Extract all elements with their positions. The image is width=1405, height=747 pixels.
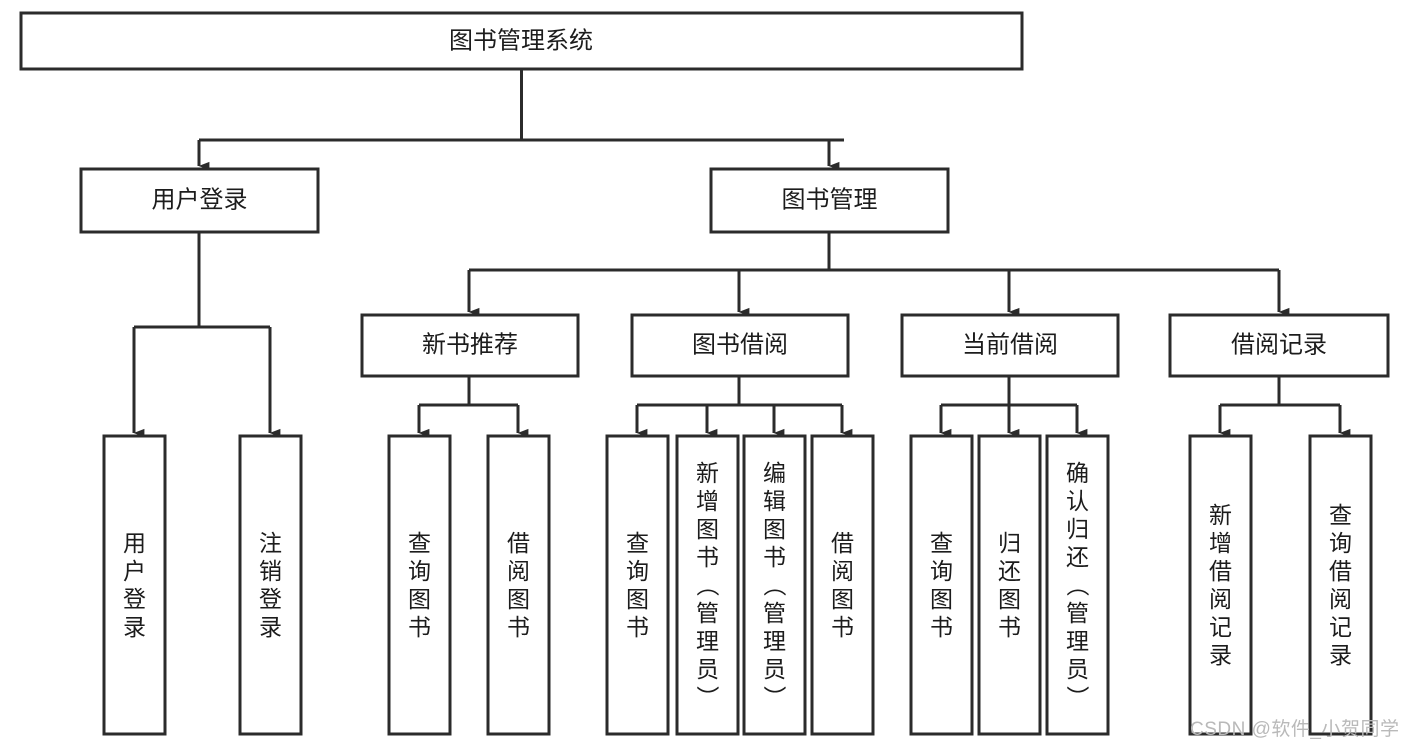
node-user-login-box[interactable] (79, 167, 320, 234)
leaf-box-layer (102, 434, 1373, 736)
node-new-book-recommend[interactable]: 新书推荐 (360, 313, 580, 378)
node-borrow-record-box[interactable] (1168, 313, 1390, 378)
leaf-add-book-box[interactable] (675, 434, 740, 736)
node-user-login[interactable]: 用户登录 (79, 167, 320, 234)
node-new-book-recommend-box[interactable] (360, 313, 580, 378)
node-user-login-label: 用户登录 (152, 186, 248, 213)
leaf-borrow-book-2-box[interactable] (810, 434, 875, 736)
node-root-label: 图书管理系统 (449, 27, 593, 54)
leaf-user-logout-box[interactable] (238, 434, 303, 736)
node-book-management-label: 图书管理 (782, 186, 878, 213)
node-root-box[interactable] (19, 11, 1024, 71)
leaf-query-book-1-box[interactable] (387, 434, 452, 736)
leaf-confirm-return-box[interactable] (1045, 434, 1110, 736)
leaf-user-login-box[interactable] (102, 434, 167, 736)
node-new-book-recommend-label: 新书推荐 (422, 331, 518, 358)
node-borrow-record[interactable]: 借阅记录 (1168, 313, 1390, 378)
node-book-borrow-box[interactable] (630, 313, 850, 378)
node-book-borrow-label: 图书借阅 (692, 331, 788, 358)
leaf-query-book-2-box[interactable] (605, 434, 670, 736)
leaf-return-book-box[interactable] (977, 434, 1042, 736)
node-book-borrow[interactable]: 图书借阅 (630, 313, 850, 378)
leaf-borrow-book-1-box[interactable] (486, 434, 551, 736)
node-current-borrow-label: 当前借阅 (962, 331, 1058, 358)
leaf-add-record-box[interactable] (1188, 434, 1253, 736)
node-book-management[interactable]: 图书管理 (709, 167, 950, 234)
node-borrow-record-label: 借阅记录 (1231, 331, 1327, 358)
leaf-query-book-3-box[interactable] (909, 434, 974, 736)
connector-layer (132, 69, 1351, 438)
node-book-management-box[interactable] (709, 167, 950, 234)
node-root[interactable]: 图书管理系统 (19, 11, 1024, 71)
node-current-borrow-box[interactable] (900, 313, 1120, 378)
leaf-query-record-box[interactable] (1308, 434, 1373, 736)
csdn-watermark: CSDN @软件_小贺同学 (1190, 719, 1400, 740)
node-current-borrow[interactable]: 当前借阅 (900, 313, 1120, 378)
leaf-edit-book-box[interactable] (742, 434, 807, 736)
